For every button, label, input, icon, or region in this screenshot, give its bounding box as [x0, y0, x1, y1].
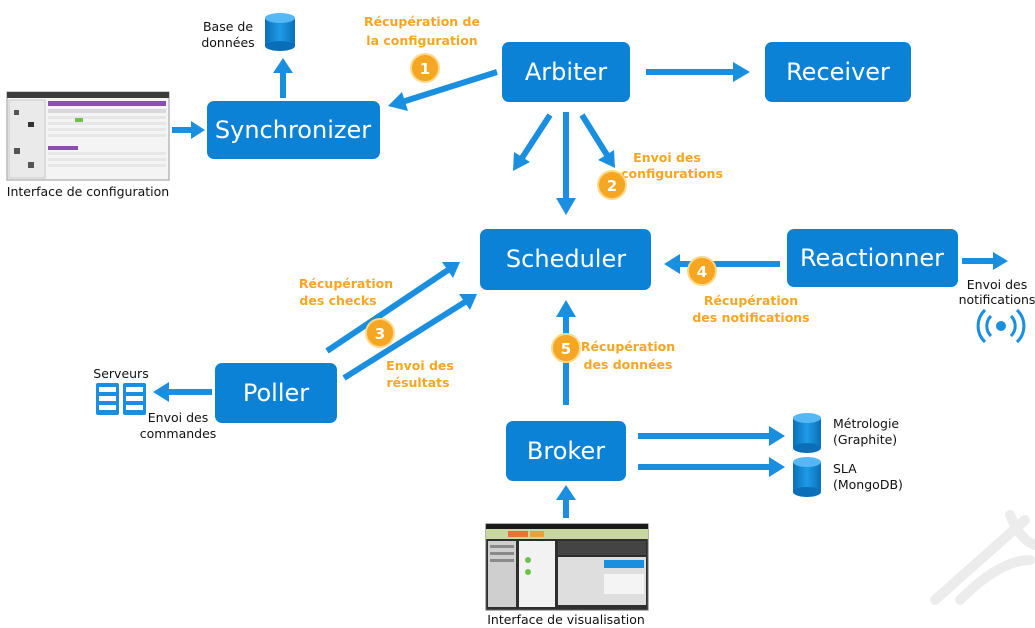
label-recup-donnees-1: Récupération	[581, 339, 675, 354]
label-interface-config: Interface de configuration	[7, 184, 169, 199]
node-receiver: Receiver	[765, 42, 911, 102]
step-badge-2: 2	[597, 170, 627, 200]
label-metrologie-1: Métrologie	[833, 416, 899, 431]
database-icon	[265, 13, 295, 51]
label-metrologie-2: (Graphite)	[833, 432, 897, 447]
svg-text:Poller: Poller	[243, 379, 309, 407]
node-arbiter: Arbiter	[502, 42, 630, 102]
database-icon	[793, 457, 821, 497]
svg-text:1: 1	[420, 60, 430, 78]
svg-text:Receiver: Receiver	[786, 58, 890, 86]
label-recup-donnees-2: des données	[584, 357, 673, 372]
svg-text:Broker: Broker	[527, 437, 605, 465]
node-scheduler: Scheduler	[480, 229, 651, 290]
label-recup-checks-1: Récupération	[299, 276, 393, 291]
label-recup-notifs-2: des notifications	[692, 310, 809, 325]
step-badge-4: 4	[687, 256, 717, 286]
label-sla-2: (MongoDB)	[833, 477, 903, 492]
svg-text:2: 2	[607, 177, 617, 195]
arrows	[153, 58, 1008, 518]
node-synchronizer: Synchronizer	[207, 101, 380, 159]
broadcast-icon	[976, 308, 1026, 344]
svg-text:Scheduler: Scheduler	[506, 245, 626, 273]
step-badge-5: 5	[551, 333, 581, 363]
label-envoi-resultats-2: résultats	[386, 375, 449, 390]
watermark-logo	[930, 510, 1035, 605]
label-envoi-configs-1: Envoi des	[633, 150, 701, 165]
node-poller: Poller	[215, 363, 337, 423]
label-base-donnees-1: Base de	[203, 19, 253, 34]
label-recup-config-2: la configuration	[366, 33, 477, 48]
svg-text:Synchronizer: Synchronizer	[215, 116, 371, 144]
svg-text:5: 5	[561, 340, 571, 358]
label-sla-1: SLA	[833, 461, 857, 476]
svg-text:Reactionner: Reactionner	[800, 244, 944, 272]
svg-text:3: 3	[375, 325, 385, 343]
svg-text:4: 4	[697, 263, 707, 281]
label-recup-notifs-1: Récupération	[704, 293, 798, 308]
server-icon	[96, 383, 146, 415]
label-base-donnees-2: données	[201, 35, 254, 50]
label-envoi-commandes-2: commandes	[140, 426, 217, 441]
database-icon	[793, 413, 821, 453]
node-broker: Broker	[506, 421, 626, 481]
label-recup-checks-2: des checks	[299, 293, 376, 308]
label-envoi-configs-2: configurations	[621, 166, 723, 181]
label-envoi-resultats-1: Envoi des	[386, 358, 454, 373]
config-interface-thumbnail	[6, 91, 170, 181]
visualisation-interface-thumbnail	[485, 523, 649, 611]
label-envoi-notifications-1: Envoi des	[967, 277, 1027, 292]
label-envoi-commandes-1: Envoi des	[148, 410, 208, 425]
svg-text:Arbiter: Arbiter	[525, 58, 607, 86]
label-interface-visu: Interface de visualisation	[487, 612, 645, 627]
label-recup-config-1: Récupération de	[364, 14, 480, 29]
label-serveurs: Serveurs	[93, 366, 148, 381]
step-badge-3: 3	[365, 318, 395, 348]
label-envoi-notifications-2: notifications	[959, 292, 1035, 307]
step-badge-1: 1	[410, 53, 440, 83]
node-reactionner: Reactionner	[787, 229, 958, 287]
